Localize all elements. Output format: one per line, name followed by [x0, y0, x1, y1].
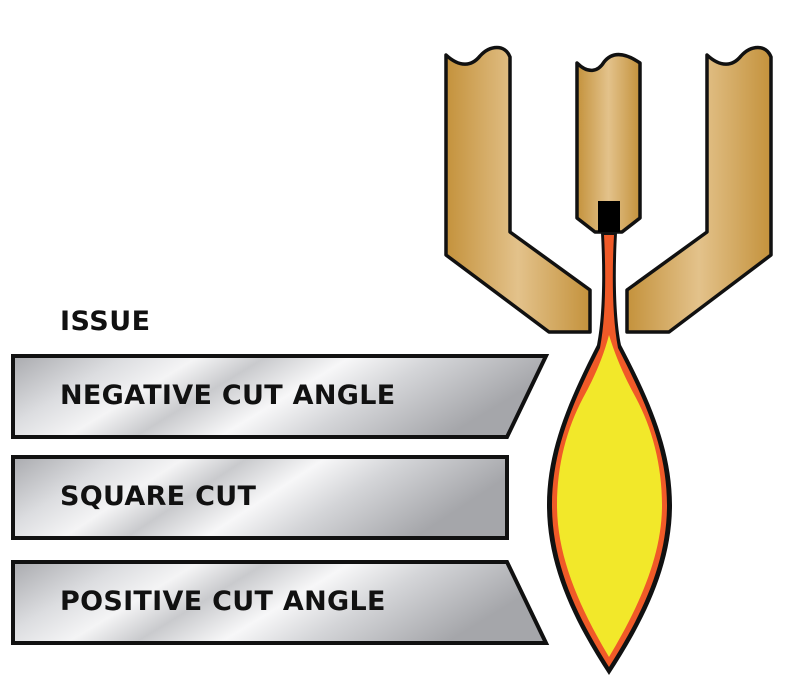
torch-shield-left — [444, 45, 592, 334]
torch-electrode — [575, 52, 642, 234]
torch-shield-right — [625, 45, 773, 334]
issue-box-square — [11, 455, 509, 540]
issue-box-negative — [11, 354, 550, 439]
issue-label-square-cut: SQUARE CUT — [60, 481, 257, 512]
issue-label-positive-cut-angle: POSITIVE CUT ANGLE — [60, 586, 386, 617]
issue-box-positive — [11, 560, 550, 645]
issue-label-negative-cut-angle: NEGATIVE CUT ANGLE — [60, 380, 396, 411]
plasma-arc — [547, 233, 672, 675]
issue-heading: ISSUE — [60, 306, 151, 337]
